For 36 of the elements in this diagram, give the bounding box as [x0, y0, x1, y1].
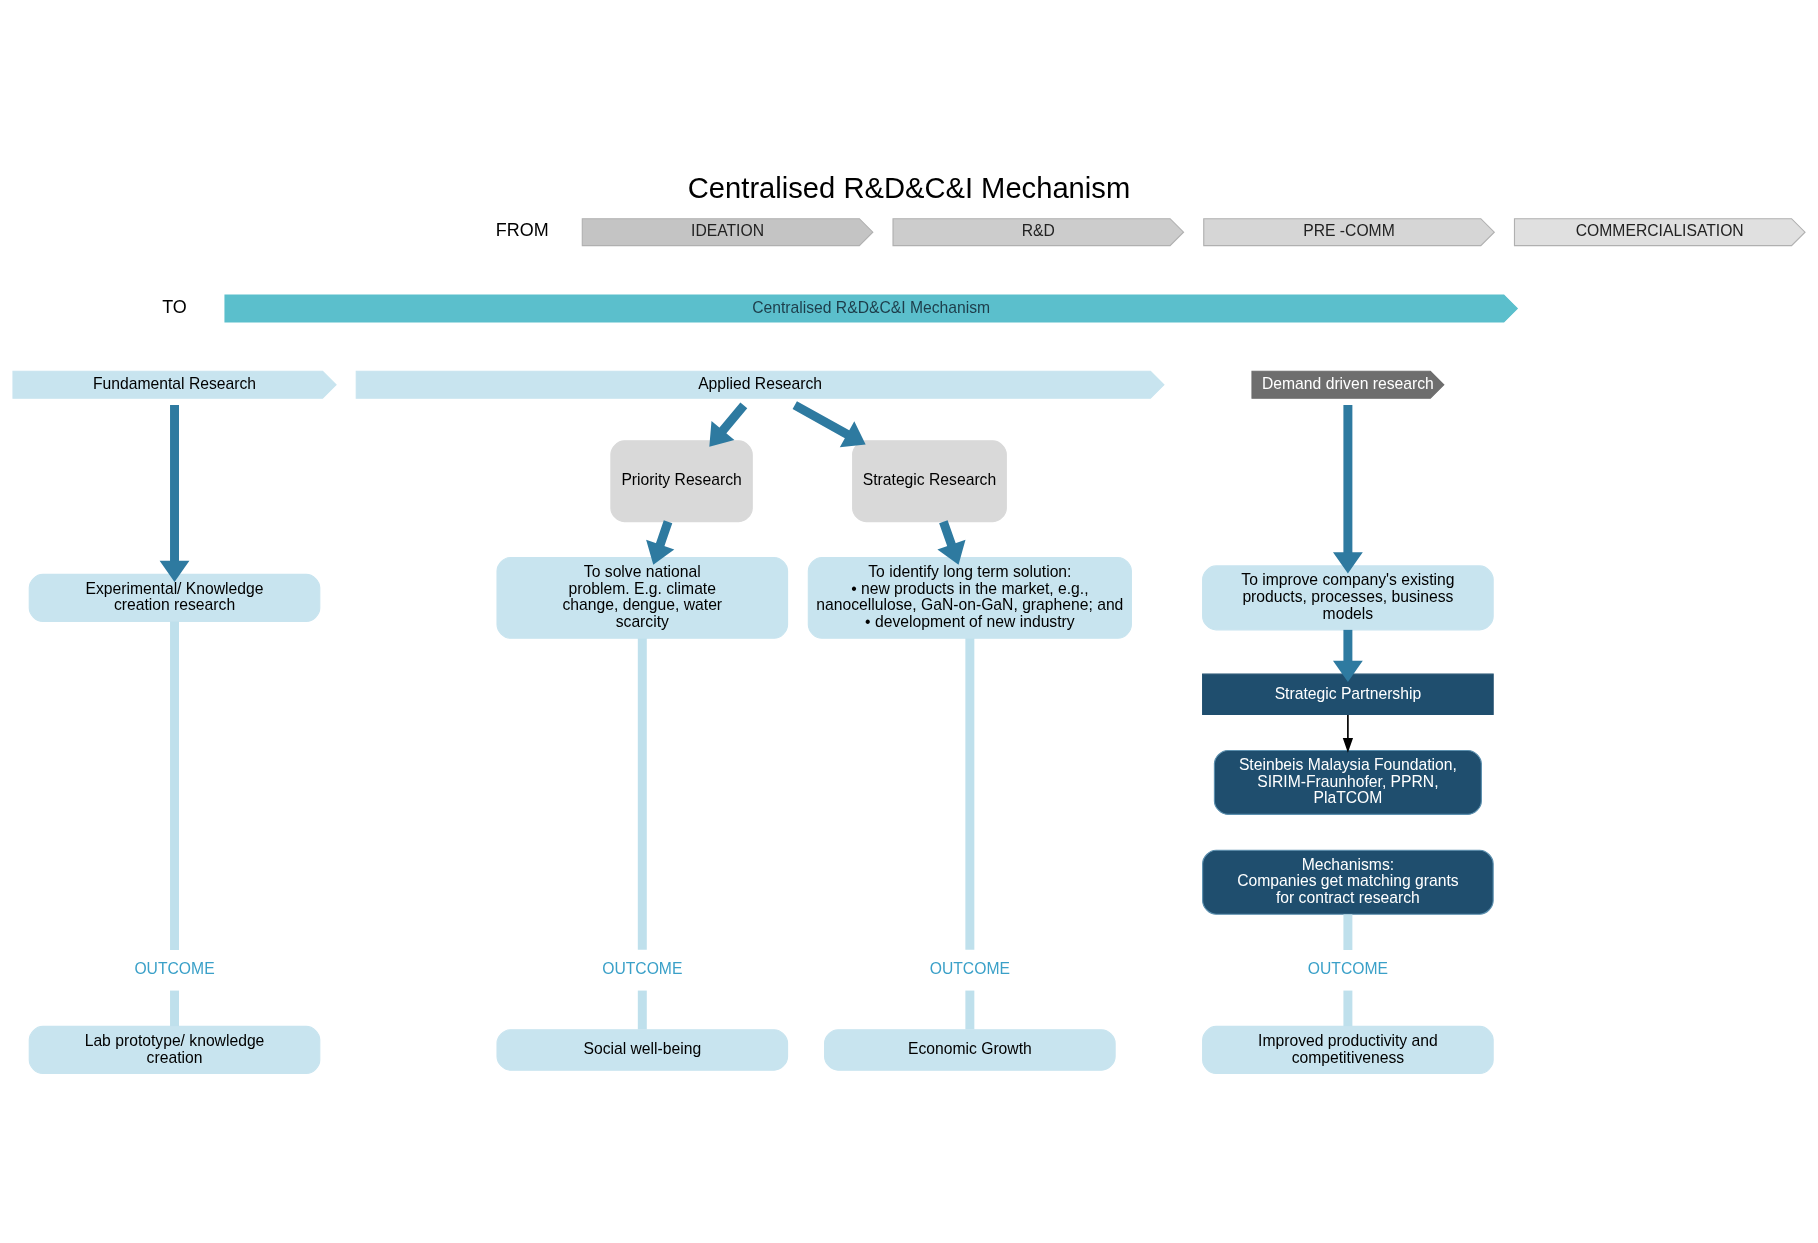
arrow	[646, 519, 675, 565]
arrow	[1342, 713, 1353, 753]
node-box: Lab prototype/ knowledge creation	[28, 1025, 321, 1074]
arrow	[709, 402, 748, 447]
node-box: Economic Growth	[824, 1028, 1116, 1071]
node-box: To improve company's existing products, processes, business models	[1202, 564, 1494, 630]
node-text: OUTCOME	[1307, 959, 1388, 977]
connector	[170, 990, 179, 1026]
connector	[965, 990, 975, 1029]
node-box: Experimental/ Knowledge creation research	[28, 573, 321, 622]
connector	[1343, 990, 1353, 1026]
node-text: OUTCOME	[134, 959, 215, 977]
node-text: OUTCOME	[602, 959, 683, 977]
arrow	[792, 400, 866, 447]
node-text: OUTCOME	[929, 959, 1010, 977]
diagram-title: Centralised R&D&C&I Mechanism	[687, 171, 1131, 204]
node-box: Steinbeis Malaysia Foundation, SIRIM-Fraunhofer, PPRN, PlaTCOM	[1213, 749, 1482, 815]
arrow	[159, 404, 190, 582]
arrow	[937, 519, 966, 565]
node-box: Social well-being	[496, 1028, 789, 1071]
arrow	[1333, 629, 1363, 682]
connector	[1343, 913, 1353, 950]
node-box: To identify long term solution: • new products in the market, e.g., nanocellulose, GaN-on-GaN, graphene; and • development of new industry	[807, 556, 1132, 639]
connector	[965, 637, 975, 950]
node-box: Strategic Partnership	[1202, 673, 1494, 715]
node-box: Priority Research	[610, 439, 753, 522]
connector	[637, 990, 647, 1029]
node-box: Improved productivity and competitiveness	[1202, 1025, 1494, 1074]
connector	[637, 637, 647, 950]
arrow	[1333, 404, 1363, 574]
node-box: To solve national problem. E.g. climate change, dengue, water scarcity	[496, 556, 789, 639]
node-box: Mechanisms: Companies get matching grants for contract research	[1202, 849, 1494, 915]
label: TO	[162, 296, 187, 317]
connector	[170, 621, 179, 950]
label: FROM	[495, 219, 549, 240]
node-box: Strategic Research	[852, 439, 1007, 522]
